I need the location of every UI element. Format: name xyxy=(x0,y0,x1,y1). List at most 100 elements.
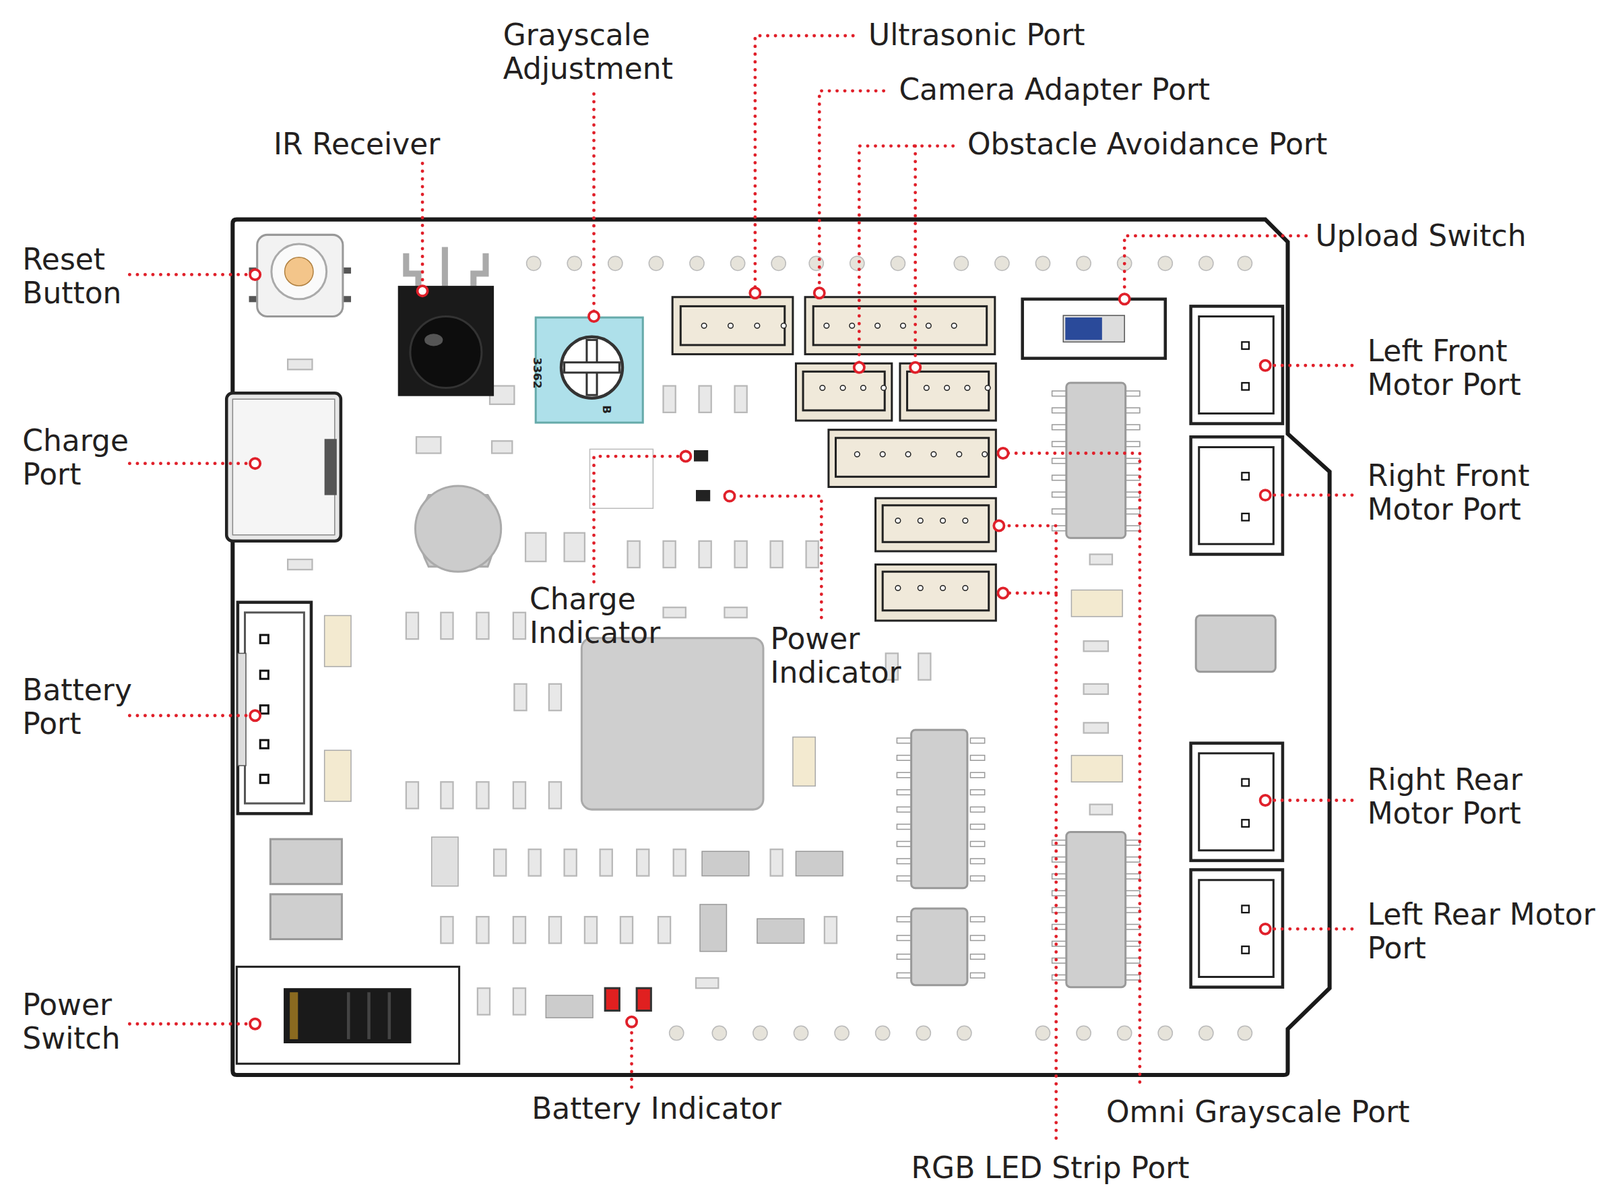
header-hole xyxy=(669,1025,684,1040)
chip-leg xyxy=(1125,924,1140,930)
leader-line xyxy=(1003,591,1057,595)
connector-pin xyxy=(940,518,946,524)
connector-pin xyxy=(982,451,988,457)
chip-leg xyxy=(970,875,985,882)
callout-label: Grayscale Adjustment xyxy=(503,18,674,86)
header-hole xyxy=(753,1025,768,1040)
header-hole xyxy=(526,256,541,271)
connector-pin xyxy=(823,322,830,329)
header-hole xyxy=(916,1025,931,1040)
smd-part xyxy=(564,532,585,562)
chip-leg xyxy=(1052,890,1067,896)
leader-line xyxy=(1265,798,1353,802)
smd-part xyxy=(1083,640,1109,651)
connector-pin xyxy=(854,451,861,457)
header-hole xyxy=(771,256,786,271)
leader-dot xyxy=(249,269,261,280)
motor-pin xyxy=(1241,778,1250,787)
header-hole xyxy=(1117,1025,1132,1040)
smd-part xyxy=(600,848,613,876)
leader-dot xyxy=(1260,489,1271,500)
chip-leg xyxy=(1125,974,1140,981)
callout-label: Battery Indicator xyxy=(531,1092,782,1126)
header-hole xyxy=(995,256,1010,271)
connector-pin xyxy=(926,322,932,329)
callout-label: Camera Adapter Port xyxy=(898,73,1210,108)
smd-part xyxy=(476,916,489,943)
leader-line xyxy=(1003,453,1140,1082)
header-hole xyxy=(850,256,865,271)
smd-part xyxy=(493,848,506,876)
chip-leg xyxy=(896,972,911,978)
chip-leg xyxy=(1125,890,1140,896)
connector-pin xyxy=(924,385,930,391)
header-hole xyxy=(1035,1025,1050,1040)
chip-leg xyxy=(1052,441,1067,447)
motor-port-inner xyxy=(1199,753,1274,851)
connector-pin xyxy=(931,451,937,457)
connector-pin xyxy=(905,451,911,457)
connectors xyxy=(672,297,996,621)
motor-pin xyxy=(1241,945,1250,954)
smd-part xyxy=(476,612,489,639)
chip-leg xyxy=(1125,856,1140,863)
callout-label: Reset Button xyxy=(22,242,122,310)
leader-dot xyxy=(997,587,1008,598)
header-hole xyxy=(730,256,746,271)
smd-part xyxy=(287,559,312,570)
chip-leg xyxy=(896,772,911,778)
connector-pins xyxy=(701,322,991,591)
callout-label: Obstacle Avoidance Port xyxy=(967,127,1328,162)
callout-label: Omni Grayscale Port xyxy=(1106,1094,1411,1129)
connector-pin xyxy=(944,385,950,391)
smd-part xyxy=(525,532,546,562)
smd-part xyxy=(695,977,719,988)
motor-pin xyxy=(1241,513,1250,521)
leader-dot xyxy=(588,311,599,322)
chip-leg xyxy=(970,823,985,830)
leader-dot xyxy=(997,448,1008,459)
leader-line xyxy=(1265,926,1353,931)
motor-ports xyxy=(1191,305,1283,987)
motor-port xyxy=(1191,869,1283,987)
large-parts xyxy=(270,382,1276,1018)
smd-part xyxy=(513,987,526,1014)
header-hole xyxy=(608,256,623,271)
leader-dot xyxy=(680,450,691,461)
callout-label: Charge Indicator xyxy=(529,582,661,651)
connector-pin xyxy=(780,322,787,329)
header-hole xyxy=(1237,1025,1252,1040)
smd-part xyxy=(1083,722,1109,733)
chip-leg xyxy=(1052,491,1067,498)
leader-line xyxy=(755,35,853,294)
chip-leg xyxy=(1125,840,1140,846)
leader-dot xyxy=(993,520,1004,531)
connector-pin xyxy=(860,385,867,391)
smd-part xyxy=(1090,804,1113,815)
smd-part xyxy=(620,916,633,943)
smd-part xyxy=(663,606,686,618)
header-hole xyxy=(834,1025,849,1040)
header-hole xyxy=(809,256,824,271)
chip-leg xyxy=(1052,873,1067,880)
chip-leg xyxy=(970,916,985,922)
chip-leg xyxy=(896,858,911,864)
charge-port xyxy=(226,392,341,541)
chip-leg xyxy=(1052,924,1067,930)
smd-part xyxy=(491,440,512,453)
smd-part xyxy=(673,848,686,876)
connector-pin xyxy=(962,585,969,591)
callout-label: Battery Port xyxy=(22,673,133,742)
smd-part xyxy=(734,386,748,413)
leader-dot xyxy=(249,1018,261,1029)
smd-part xyxy=(1090,553,1113,564)
smd-part xyxy=(513,781,526,808)
connector-pin xyxy=(875,322,881,329)
chip-leg xyxy=(970,953,985,960)
upload-switch xyxy=(1022,299,1166,359)
smd-part xyxy=(514,683,527,711)
leader-line xyxy=(819,90,884,294)
leader-line xyxy=(999,525,1057,1138)
leader-line xyxy=(729,495,822,618)
